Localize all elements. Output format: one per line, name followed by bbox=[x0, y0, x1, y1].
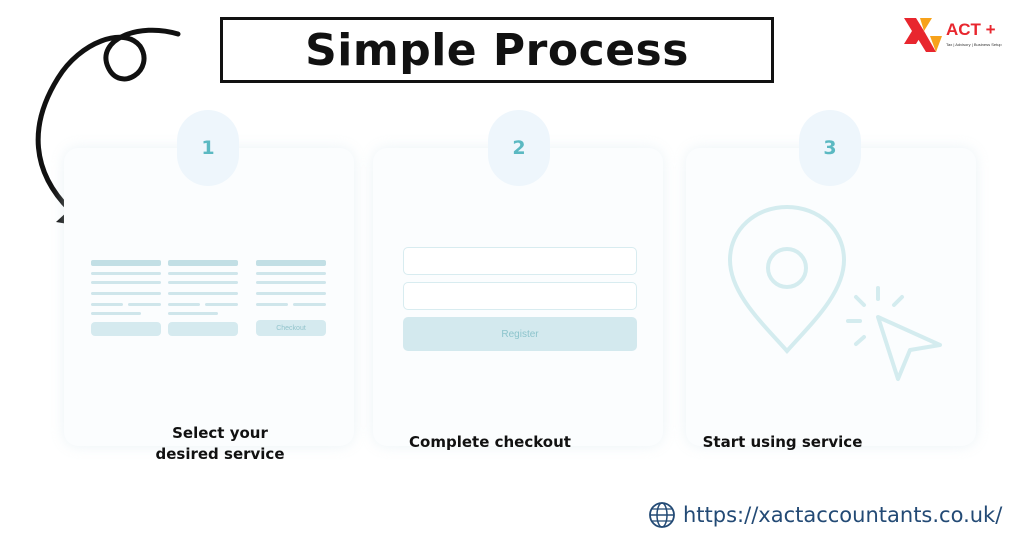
step-label-1: Select your desired service bbox=[140, 423, 300, 465]
register-button: Register bbox=[403, 317, 637, 351]
logo-mark-icon bbox=[904, 18, 942, 52]
step-number-1: 1 bbox=[177, 110, 239, 186]
step-label-2: Complete checkout bbox=[409, 433, 571, 451]
globe-icon bbox=[649, 502, 675, 528]
cursor-icon bbox=[846, 286, 942, 381]
logo-tagline: Tax | Advisory | Business Setup bbox=[946, 42, 1002, 47]
step-label-3: Start using service bbox=[702, 433, 863, 451]
title-box: Simple Process bbox=[220, 17, 774, 83]
website-url[interactable]: https://xactaccountants.co.uk/ bbox=[683, 503, 1003, 527]
step-label-1-line1: Select your bbox=[172, 424, 268, 442]
location-pin-icon bbox=[727, 205, 942, 381]
step-number-3: 3 bbox=[799, 110, 861, 186]
step-label-1-line2: desired service bbox=[155, 445, 285, 463]
form-field-2 bbox=[403, 282, 637, 310]
checkout-button: Checkout bbox=[256, 320, 326, 336]
step-card-1 bbox=[64, 148, 354, 446]
footer-link[interactable]: https://xactaccountants.co.uk/ bbox=[648, 500, 1002, 530]
brand-logo: ACT + Tax | Advisory | Business Setup bbox=[902, 14, 1014, 54]
page-title: Simple Process bbox=[305, 24, 689, 76]
logo-name: ACT + bbox=[946, 20, 996, 39]
step-number-2: 2 bbox=[488, 110, 550, 186]
form-field-1 bbox=[403, 247, 637, 275]
